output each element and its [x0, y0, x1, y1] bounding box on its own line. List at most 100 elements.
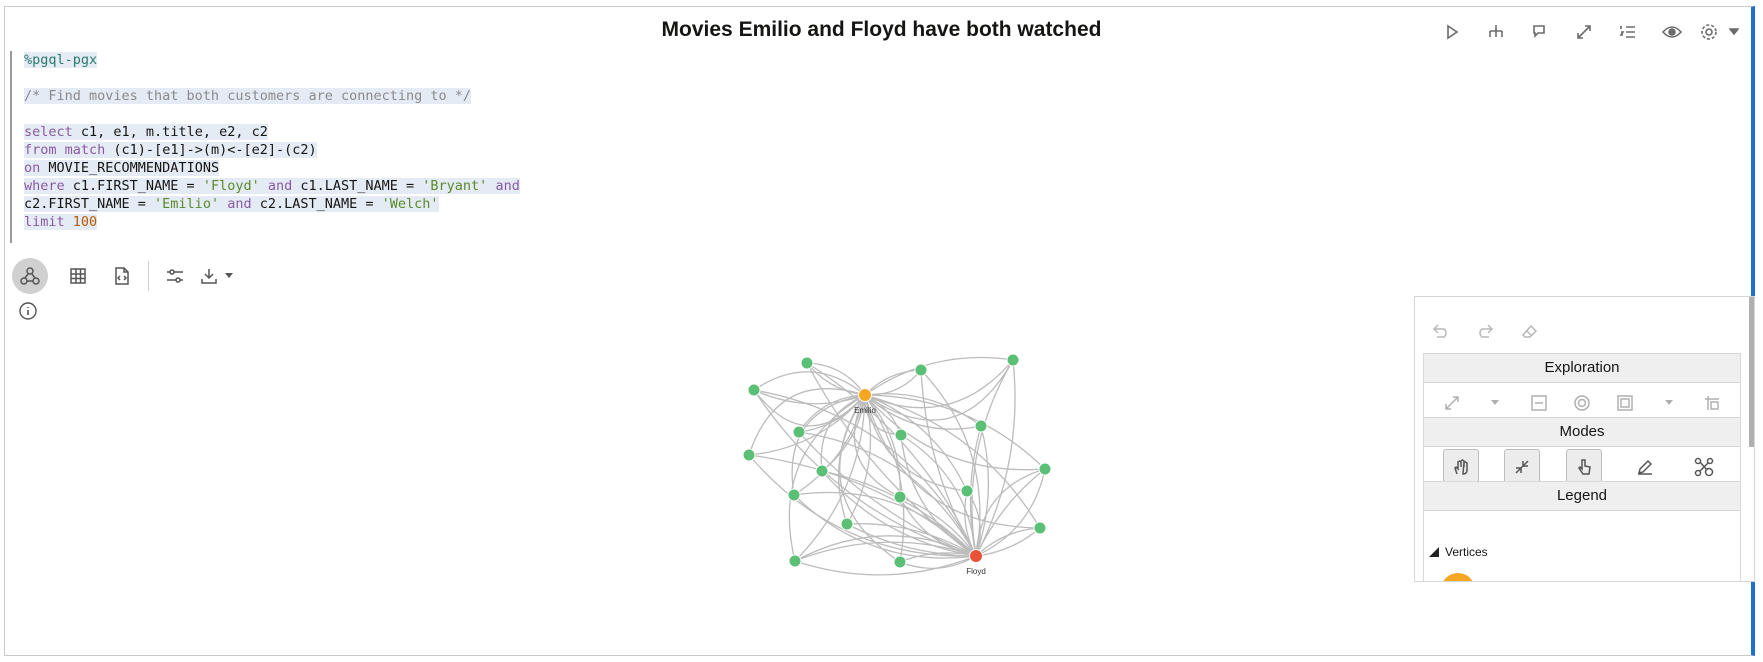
graph-edge[interactable] [839, 394, 901, 563]
movie-vertex[interactable] [1006, 353, 1020, 367]
ungroup-icon[interactable] [1695, 386, 1729, 420]
eraser-icon[interactable] [1515, 317, 1543, 345]
graph-edge[interactable] [748, 454, 977, 557]
code-editor[interactable]: %pgql-pgx /* Find movies that both custo… [10, 51, 1510, 243]
graph-edge[interactable] [864, 394, 982, 430]
graph-edge[interactable] [748, 388, 866, 456]
table-view-icon[interactable] [56, 258, 100, 294]
graph-edge[interactable] [864, 359, 1014, 421]
select-mode-icon[interactable] [1565, 449, 1602, 485]
graph-edge[interactable] [791, 394, 866, 496]
download-icon[interactable] [197, 258, 221, 294]
comments-icon[interactable] [1518, 17, 1562, 47]
movie-vertex[interactable] [787, 488, 801, 502]
movie-vertex[interactable] [893, 490, 907, 504]
graph-edge[interactable] [846, 523, 977, 557]
network-mode-icon[interactable] [1687, 450, 1721, 484]
graph-edge[interactable] [864, 393, 982, 427]
movie-vertex[interactable] [840, 517, 854, 531]
redo-icon[interactable] [1471, 317, 1499, 345]
graph-edge[interactable] [798, 431, 977, 557]
fit-mode-icon[interactable] [1504, 449, 1541, 485]
graph-edge[interactable] [975, 425, 990, 557]
graph-edge[interactable] [920, 369, 981, 557]
settings-icon[interactable] [1694, 17, 1724, 47]
movie-vertex[interactable] [974, 419, 988, 433]
movie-vertex[interactable] [742, 448, 756, 462]
graph-edge[interactable] [821, 470, 977, 557]
movie-vertex[interactable] [893, 555, 907, 569]
graph-view-icon[interactable] [12, 258, 48, 294]
graph-edge[interactable] [900, 434, 977, 557]
graph-edge[interactable] [864, 394, 901, 498]
graph-edge[interactable] [971, 359, 1014, 557]
movie-vertex[interactable] [792, 425, 806, 439]
movie-vertex[interactable] [1033, 521, 1047, 535]
chevron-down-icon[interactable] [1478, 386, 1512, 420]
movie-vertex[interactable] [815, 464, 829, 478]
customer-vertex-floyd[interactable] [969, 549, 983, 563]
settings-sliders-icon[interactable] [153, 258, 197, 294]
movie-vertex[interactable] [960, 484, 974, 498]
movie-vertex[interactable] [1038, 462, 1052, 476]
graph-edge[interactable] [975, 468, 1046, 557]
graph-edge[interactable] [846, 523, 977, 557]
graph-edge[interactable] [794, 394, 866, 562]
graph-edge[interactable] [788, 394, 866, 562]
edit-mode-icon[interactable] [1628, 450, 1662, 484]
graph-edge[interactable] [975, 468, 1046, 557]
focus-icon[interactable] [1565, 386, 1599, 420]
graph-edge[interactable] [753, 389, 866, 405]
graph-edge[interactable] [864, 369, 922, 396]
graph-edge[interactable] [793, 491, 977, 557]
graph-edge[interactable] [748, 454, 977, 557]
graph-edge[interactable] [899, 555, 977, 570]
hierarchy-icon[interactable] [1474, 17, 1518, 47]
graph-edge[interactable] [864, 359, 1014, 409]
numbered-list-icon[interactable] [1606, 17, 1650, 47]
chevron-down-icon[interactable] [221, 258, 237, 294]
movie-vertex[interactable] [747, 383, 761, 397]
graph-edge[interactable] [864, 394, 968, 492]
collapse-icon[interactable] [1522, 386, 1556, 420]
movie-vertex[interactable] [914, 363, 928, 377]
chevron-down-icon[interactable] [1652, 386, 1686, 420]
graph-edge[interactable] [794, 541, 977, 562]
undo-icon[interactable] [1427, 317, 1455, 345]
graph-edge[interactable] [864, 394, 1041, 529]
expand-icon[interactable] [1562, 17, 1606, 47]
graph-edge[interactable] [820, 394, 866, 472]
graph-edge[interactable] [975, 359, 1016, 557]
graph-edge[interactable] [793, 394, 866, 496]
graph-edge[interactable] [864, 394, 1046, 471]
panel-scrollbar[interactable] [1749, 297, 1754, 447]
info-icon[interactable] [18, 301, 38, 321]
graph-edge[interactable] [753, 389, 866, 427]
visibility-icon[interactable] [1650, 17, 1694, 47]
graph-edge[interactable] [975, 468, 1046, 557]
graph-edge[interactable] [794, 555, 977, 576]
expand-icon[interactable] [1435, 386, 1469, 420]
graph-edge[interactable] [899, 496, 977, 557]
movie-vertex[interactable] [894, 428, 908, 442]
chevron-down-icon[interactable] [1724, 17, 1744, 47]
movie-vertex[interactable] [800, 356, 814, 370]
graph-edge[interactable] [853, 394, 901, 498]
run-icon[interactable] [1430, 17, 1474, 47]
graph-edge[interactable] [920, 369, 977, 557]
code-file-icon[interactable] [100, 258, 144, 294]
graph-edge[interactable] [864, 356, 1014, 396]
graph-edge[interactable] [806, 362, 977, 557]
graph-edge[interactable] [753, 371, 866, 396]
graph-edge[interactable] [753, 389, 977, 557]
customer-vertex-emilio[interactable] [858, 388, 872, 402]
graph-edge[interactable] [794, 535, 977, 562]
movie-vertex[interactable] [788, 554, 802, 568]
graph-edge[interactable] [793, 494, 977, 559]
pan-mode-icon[interactable] [1442, 449, 1479, 485]
group-icon[interactable] [1608, 386, 1642, 420]
graph-edge[interactable] [864, 394, 1041, 529]
legend-vertices-row[interactable]: Vertices [1429, 545, 1488, 559]
graph-edge[interactable] [798, 431, 977, 557]
